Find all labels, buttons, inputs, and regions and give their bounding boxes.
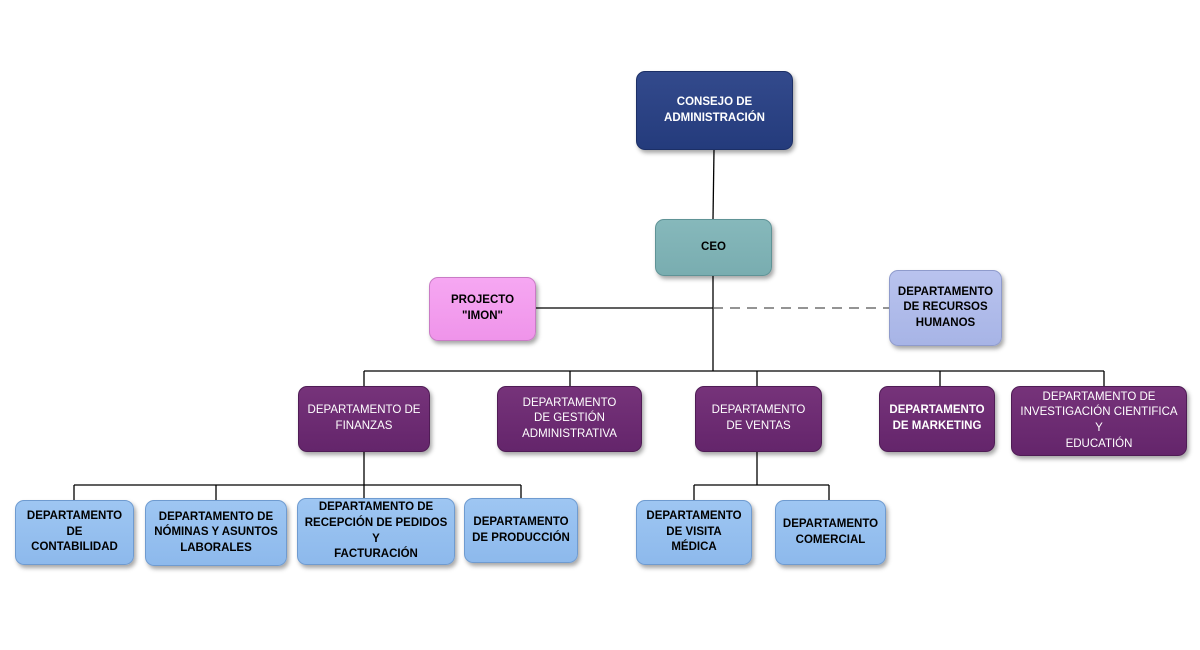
node-comercial: DEPARTAMENTO COMERCIAL xyxy=(775,500,886,565)
node-ceo: CEO xyxy=(655,219,772,276)
node-ventas: DEPARTAMENTO DE VENTAS xyxy=(695,386,822,452)
node-investigacion: DEPARTAMENTO DE INVESTIGACIÓN CIENTIFICA… xyxy=(1011,386,1187,456)
node-projecto-imon: PROJECTO "IMON" xyxy=(429,277,536,341)
node-consejo: CONSEJO DE ADMINISTRACIÓN xyxy=(636,71,793,150)
node-rrhh: DEPARTAMENTO DE RECURSOS HUMANOS xyxy=(889,270,1002,346)
node-finanzas: DEPARTAMENTO DE FINANZAS xyxy=(298,386,430,452)
node-gestion-administrativa: DEPARTAMENTO DE GESTIÓN ADMINISTRATIVA xyxy=(497,386,642,452)
node-produccion: DEPARTAMENTO DE PRODUCCIÓN xyxy=(464,498,578,563)
node-marketing: DEPARTAMENTO DE MARKETING xyxy=(879,386,995,452)
node-visita-medica: DEPARTAMENTO DE VISITA MÉDICA xyxy=(636,500,752,565)
connector-board-ceo xyxy=(712,149,715,220)
node-nominas: DEPARTAMENTO DE NÓMINAS Y ASUNTOS LABORA… xyxy=(145,500,287,566)
node-contabilidad: DEPARTAMENTO DE CONTABILIDAD xyxy=(15,500,134,565)
node-recepcion: DEPARTAMENTO DE RECEPCIÓN DE PEDIDOS Y F… xyxy=(297,498,455,565)
